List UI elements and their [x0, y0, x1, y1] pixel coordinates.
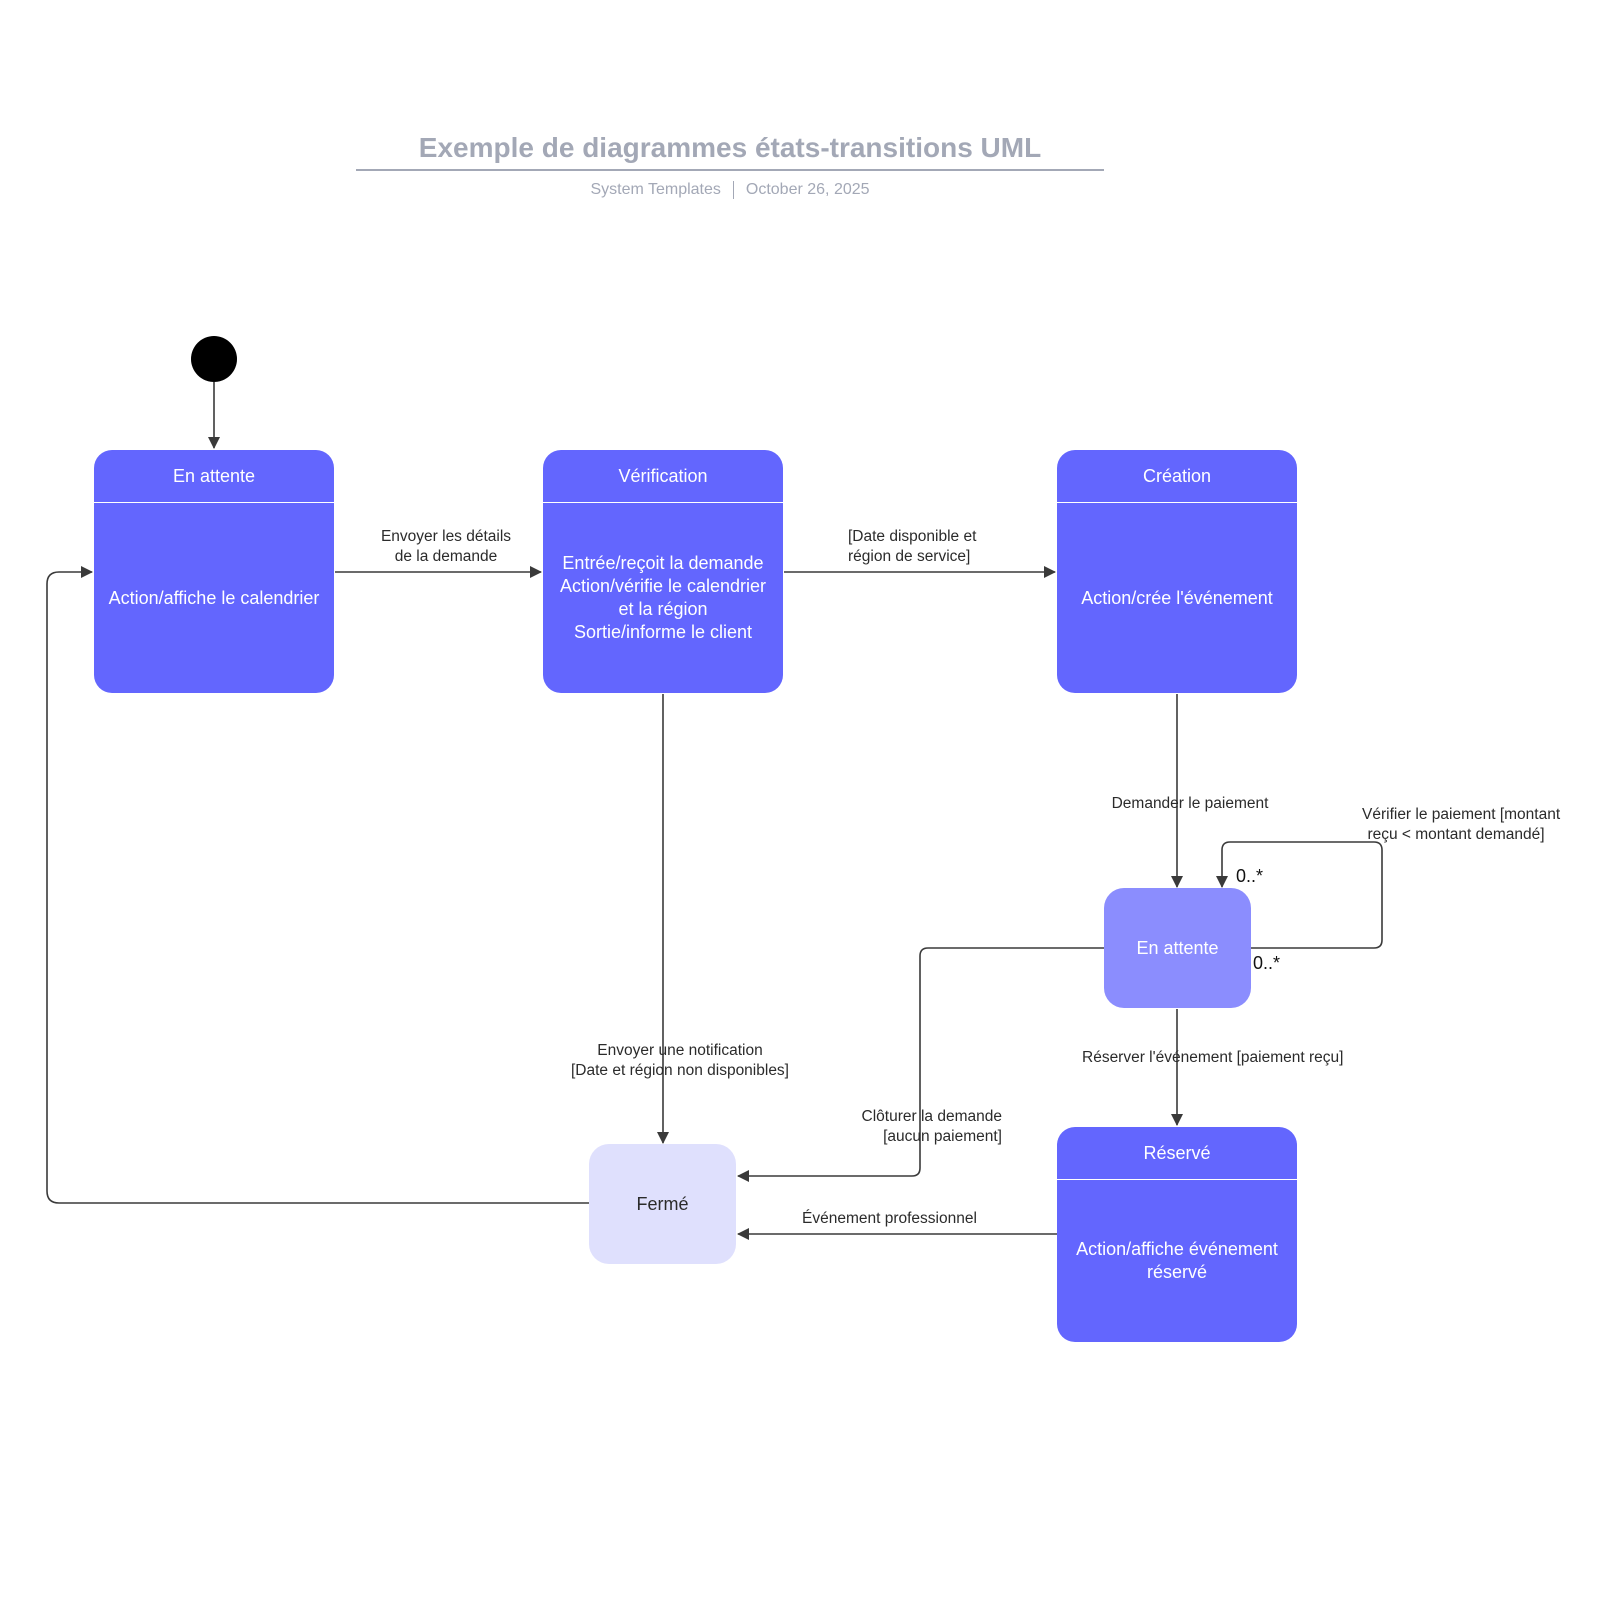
state-en-attente-title: En attente — [94, 450, 334, 503]
state-en-attente[interactable]: En attente Action/affiche le calendrier — [94, 450, 334, 693]
state-creation[interactable]: Création Action/crée l'événement — [1057, 450, 1297, 693]
date-label: October 26, 2025 — [745, 181, 870, 199]
state-reserve-body: Action/affiche événement réservé — [1057, 1180, 1297, 1342]
label-envoyer-details-line1: Envoyer les détails — [380, 528, 512, 545]
multiplicity-bottom: 0..* — [1253, 953, 1281, 973]
label-envoyer-notification-line1: Envoyer une notification — [597, 1042, 763, 1059]
state-verification-exit: Sortie/informe le client — [573, 622, 753, 642]
label-envoyer-details-line2: de la demande — [394, 548, 498, 565]
edge-en-attente-2-to-ferme — [737, 947, 1104, 1182]
label-envoyer-details: Envoyer les détails de la demande — [368, 527, 524, 567]
label-cloturer-demande-line1: Clôturer la demande — [861, 1108, 1002, 1125]
title-underline — [356, 169, 1104, 171]
initial-state — [191, 336, 237, 382]
state-verification-title: Vérification — [543, 450, 783, 503]
diagram-title: Exemple de diagrammes états-transitions … — [418, 132, 1042, 163]
label-cloturer-demande: Clôturer la demande [aucun paiement] — [850, 1107, 1002, 1147]
label-verifier-paiement-line1: Vérifier le paiement [montant — [1362, 806, 1561, 823]
label-evenement-professionnel: Événement professionnel — [802, 1209, 977, 1229]
state-verification-action-cont: et la région — [618, 599, 708, 619]
multiplicity-top: 0..* — [1236, 866, 1264, 886]
label-date-disponible-line1: [Date disponible et — [848, 528, 977, 545]
state-reserve-action: Action/affiche événement réservé — [1076, 1239, 1278, 1282]
state-en-attente-2-title: En attente — [1136, 937, 1219, 958]
edge-en-attente-2-self-loop — [1216, 841, 1383, 949]
label-reserver-evenement: Réserver l'événement [paiement reçu] — [1082, 1048, 1344, 1068]
label-evenement-professionnel-line1: Événement professionnel — [802, 1210, 977, 1227]
label-date-disponible: [Date disponible et région de service] — [848, 527, 976, 567]
label-verifier-paiement-line2: reçu < montant demandé] — [1367, 826, 1545, 843]
label-envoyer-notification-line2: [Date et région non disponibles] — [570, 1062, 789, 1079]
state-creation-title: Création — [1057, 450, 1297, 503]
state-ferme[interactable]: Fermé — [589, 1144, 736, 1264]
state-en-attente-body: Action/affiche le calendrier — [94, 503, 334, 693]
state-verification-entry: Entrée/reçoit la demande — [562, 553, 764, 573]
state-creation-action: Action/crée l'événement — [1081, 587, 1273, 608]
source-label: System Templates — [590, 181, 721, 199]
state-reserve-title: Réservé — [1057, 1127, 1297, 1180]
state-en-attente-action: Action/affiche le calendrier — [108, 587, 320, 608]
label-verifier-paiement: Vérifier le paiement [montant reçu < mon… — [1362, 805, 1561, 845]
diagram-subtitle: System Templates October 26, 2025 — [356, 181, 1104, 199]
label-date-disponible-line2: région de service] — [848, 548, 971, 565]
state-verification-body: Entrée/reçoit la demande Action/vérifie … — [543, 503, 783, 693]
edge-ferme-to-en-attente — [46, 566, 589, 1204]
state-verification[interactable]: Vérification Entrée/reçoit la demande Ac… — [543, 450, 783, 693]
state-reserve[interactable]: Réservé Action/affiche événement réservé — [1057, 1127, 1297, 1342]
state-en-attente-2[interactable]: En attente — [1104, 888, 1251, 1008]
label-cloturer-demande-line2: [aucun paiement] — [883, 1128, 1002, 1145]
state-verification-action: Action/vérifie le calendrier — [559, 576, 767, 596]
label-reserver-evenement-line1: Réserver l'événement [paiement reçu] — [1082, 1049, 1344, 1066]
subtitle-separator — [732, 181, 734, 199]
label-demander-paiement-line1: Demander le paiement — [1111, 795, 1269, 812]
state-creation-body: Action/crée l'événement — [1057, 503, 1297, 693]
label-envoyer-notification: Envoyer une notification [Date et région… — [562, 1041, 798, 1081]
label-demander-paiement: Demander le paiement — [1100, 794, 1280, 814]
state-ferme-title: Fermé — [636, 1193, 689, 1214]
